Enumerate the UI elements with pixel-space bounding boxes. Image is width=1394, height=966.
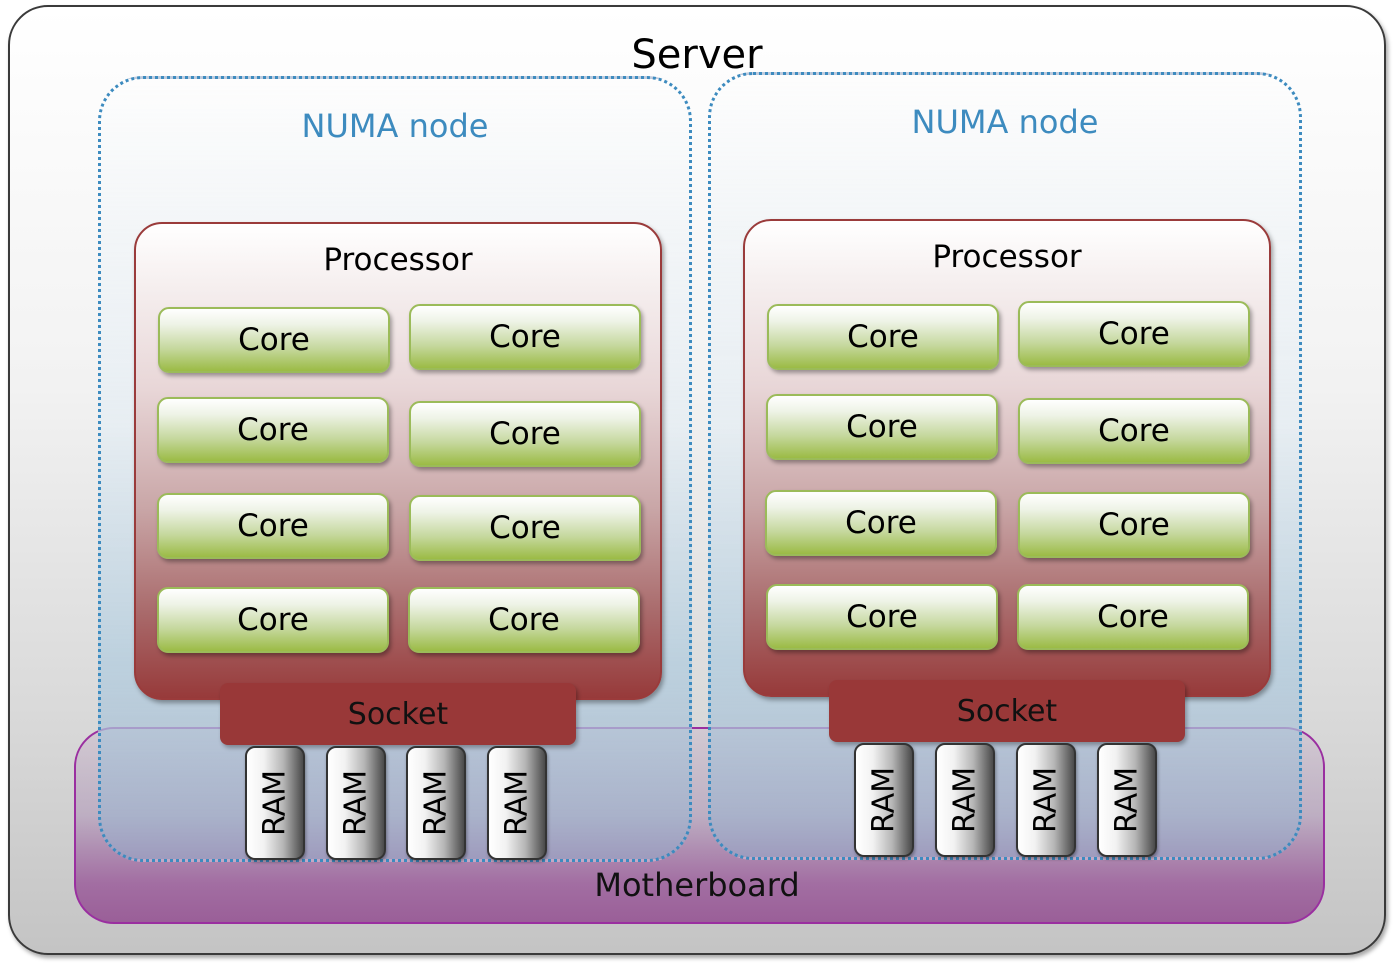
ram-label: RAM: [499, 769, 535, 837]
core: Core: [409, 495, 641, 561]
processor-1: Processor Core Core Core Core Core Core …: [134, 222, 662, 700]
core: Core: [766, 394, 998, 460]
socket-2: Socket: [829, 680, 1185, 742]
numa-node-label: NUMA node: [911, 103, 1099, 141]
ram-label: RAM: [947, 766, 983, 834]
core: Core: [766, 584, 998, 650]
processor-2: Processor Core Core Core Core Core Core …: [743, 219, 1271, 697]
ram-label: RAM: [418, 769, 454, 837]
ram-module: RAM: [854, 743, 914, 857]
ram-label: RAM: [257, 769, 293, 837]
ram-module: RAM: [487, 746, 547, 860]
core: Core: [765, 490, 997, 556]
core: Core: [157, 493, 389, 559]
ram-label: RAM: [1109, 766, 1145, 834]
core: Core: [1017, 584, 1249, 650]
ram-label: RAM: [1028, 766, 1064, 834]
socket-1: Socket: [220, 683, 576, 745]
core: Core: [1018, 492, 1250, 558]
core: Core: [1018, 301, 1250, 367]
core: Core: [409, 304, 641, 370]
ram-label: RAM: [338, 769, 374, 837]
ram-module: RAM: [406, 746, 466, 860]
ram-module: RAM: [1097, 743, 1157, 857]
core: Core: [157, 587, 389, 653]
numa-node-label: NUMA node: [301, 107, 489, 145]
core: Core: [1018, 398, 1250, 464]
processor-label: Processor: [323, 242, 473, 278]
ram-module: RAM: [935, 743, 995, 857]
ram-module: RAM: [245, 746, 305, 860]
ram-module: RAM: [1016, 743, 1076, 857]
server-label: Server: [631, 32, 763, 78]
core: Core: [408, 587, 640, 653]
core: Core: [409, 401, 641, 467]
core: Core: [157, 397, 389, 463]
ram-label: RAM: [866, 766, 902, 834]
core: Core: [158, 307, 390, 373]
motherboard-label: Motherboard: [594, 866, 800, 904]
ram-module: RAM: [326, 746, 386, 860]
core: Core: [767, 304, 999, 370]
processor-label: Processor: [932, 239, 1082, 275]
